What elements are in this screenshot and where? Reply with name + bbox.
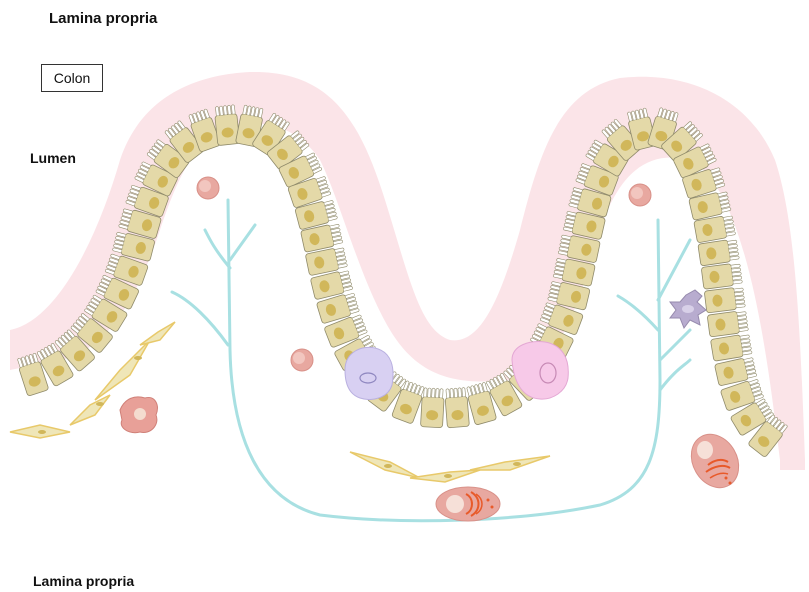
plasma-cell	[436, 487, 500, 521]
epithelial-cell	[698, 239, 740, 266]
epithelial-cell	[444, 387, 469, 428]
lumen-label: Lumen	[30, 150, 76, 166]
dendritic-cell	[670, 290, 706, 328]
lymphocyte	[197, 177, 219, 199]
lymphocyte	[291, 349, 313, 371]
epithelial-cell	[420, 388, 444, 428]
epithelial-cell	[704, 286, 745, 313]
lamina-propria-bottom-label: Lamina propria	[33, 573, 134, 589]
colon-label: Colon	[54, 70, 91, 86]
epithelial-cell	[701, 263, 742, 290]
colon-box: Colon	[41, 64, 103, 92]
epithelial-cell	[710, 333, 752, 361]
epithelial-cell	[707, 310, 749, 337]
goblet-cell-lavender	[345, 347, 393, 399]
lamina-propria-top-label: Lamina propria	[49, 10, 157, 27]
plasma-cell	[682, 426, 748, 496]
fibroblast	[350, 452, 550, 482]
lymphocyte	[629, 184, 651, 206]
macrophage	[120, 397, 157, 433]
